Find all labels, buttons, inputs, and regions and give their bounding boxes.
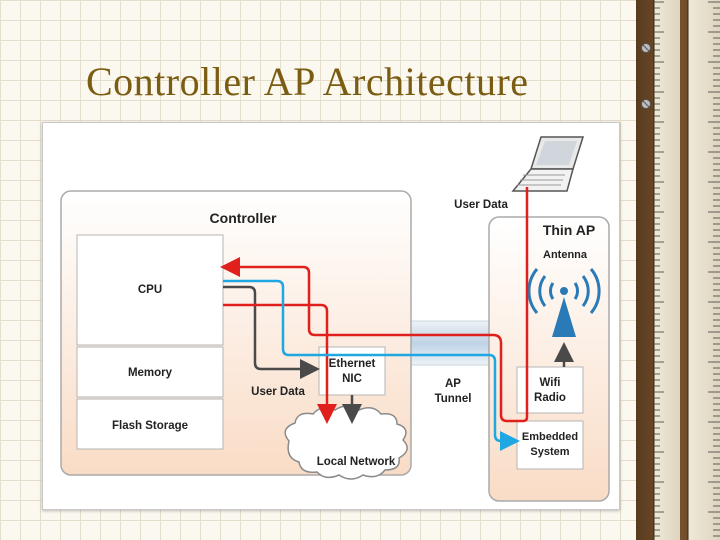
memory-box	[76, 346, 224, 398]
nic-label-line1: Ethernet	[329, 358, 376, 370]
red-flow-line	[225, 187, 529, 423]
antenna-label: Antenna	[543, 249, 588, 261]
nic-label-line2: NIC	[342, 373, 362, 385]
wifi-radio-line1: Wifi	[540, 377, 561, 389]
cpu-label: CPU	[138, 284, 162, 296]
diagram-panel: Controller CPU Memory Flash Storage Ethe…	[42, 122, 620, 510]
embedded-line1: Embedded	[522, 431, 578, 443]
local-network-cloud	[284, 405, 408, 480]
controller-title: Controller	[210, 210, 277, 226]
user-data-label-bottom: User Data	[251, 386, 305, 398]
user-data-label-top: User Data	[454, 199, 508, 211]
gray-flow-line	[223, 285, 320, 379]
slide-title: Controller AP Architecture	[86, 59, 529, 104]
tunnel-line2: Tunnel	[435, 393, 472, 405]
flash-storage-label: Flash Storage	[112, 420, 188, 432]
antenna-icon	[527, 268, 601, 337]
thin-ap-title: Thin AP	[543, 222, 595, 238]
cpu-box	[76, 234, 224, 346]
flash-storage-box	[76, 398, 224, 450]
memory-label: Memory	[128, 367, 173, 379]
red-cpu-to-network	[223, 303, 337, 424]
laptop-icon	[511, 136, 585, 192]
embedded-system-box	[516, 420, 584, 470]
ap-tunnel	[408, 320, 492, 366]
blue-flow-line	[223, 279, 520, 451]
architecture-diagram: Controller CPU Memory Flash Storage Ethe…	[60, 136, 610, 502]
local-network-label: Local Network	[317, 456, 396, 468]
embedded-line2: System	[530, 446, 569, 458]
wifi-radio-line2: Radio	[534, 392, 566, 404]
tunnel-line1: AP	[445, 378, 461, 390]
ruler-decoration	[636, 0, 720, 540]
